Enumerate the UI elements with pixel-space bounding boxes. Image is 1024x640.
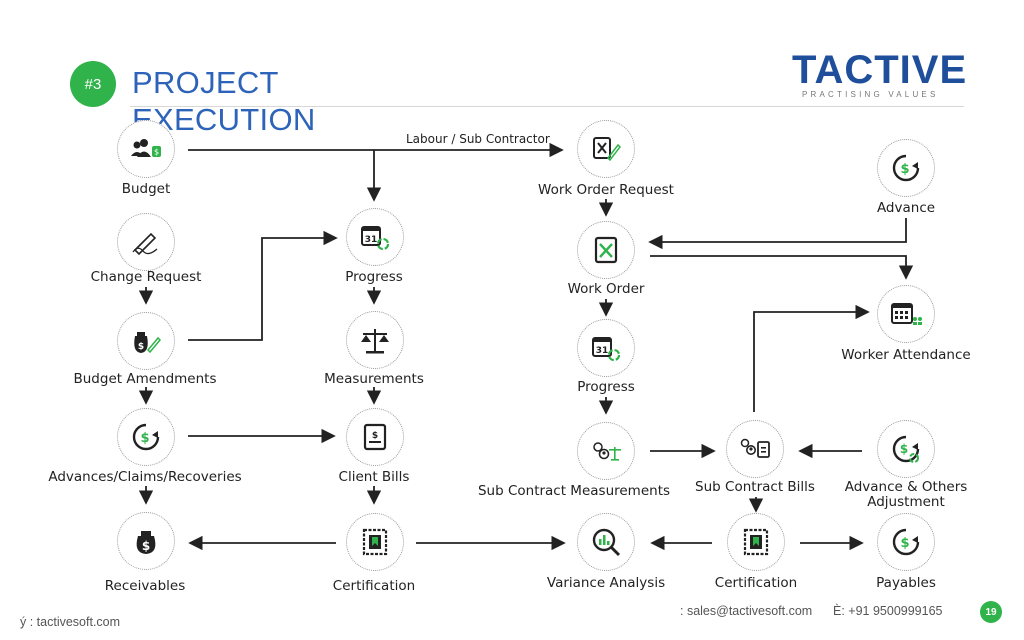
svg-text:31: 31 bbox=[365, 235, 378, 245]
calendar-refresh-icon: 31 bbox=[592, 337, 621, 362]
money-bag-icon: $ bbox=[136, 531, 156, 554]
svg-text:$: $ bbox=[372, 431, 378, 441]
payables-label: Payables bbox=[876, 575, 936, 591]
worker-attendance-node bbox=[877, 285, 935, 343]
footer-phone: È: +91 9500999165 bbox=[833, 604, 943, 618]
progress-right-label: Progress bbox=[577, 379, 635, 395]
svg-text:31: 31 bbox=[596, 346, 609, 356]
advance-node: $ bbox=[877, 139, 935, 197]
calendar-people-icon bbox=[891, 303, 922, 325]
progress-right-node: 31 bbox=[577, 319, 635, 377]
sub-contract-bills-label: Sub Contract Bills bbox=[695, 479, 815, 495]
budget-label: Budget bbox=[121, 181, 171, 197]
measurements-label: Measurements bbox=[324, 371, 424, 387]
change-request-label: Change Request bbox=[90, 269, 202, 285]
progress-left-node: 31 bbox=[346, 208, 404, 266]
receivables-node: $ bbox=[117, 512, 175, 570]
advances-claims-label: Advances/Claims/Recoveries bbox=[48, 469, 242, 485]
variance-analysis-node bbox=[577, 513, 635, 571]
pen-signature-icon bbox=[132, 232, 158, 256]
certificate-stamp-icon bbox=[743, 528, 769, 556]
advance-label: Advance bbox=[876, 200, 936, 216]
advance-others-adjustment-node: $ bbox=[877, 420, 935, 478]
section-number-badge: #3 bbox=[70, 61, 116, 107]
work-order-node bbox=[577, 221, 635, 279]
svg-text:$: $ bbox=[900, 442, 908, 456]
header-divider bbox=[130, 106, 964, 107]
sub-contract-bills-node bbox=[726, 420, 784, 478]
logo-wordmark: TACTIVE bbox=[792, 48, 968, 92]
svg-text:$: $ bbox=[900, 536, 909, 551]
circular-dollar-icon: $ bbox=[892, 528, 920, 556]
variance-analysis-label: Variance Analysis bbox=[546, 575, 666, 591]
labour-subcontractor-label: Labour / Sub Contractor bbox=[406, 132, 550, 146]
circular-dollar-refresh-icon: $ bbox=[892, 435, 920, 463]
svg-text:$: $ bbox=[154, 148, 159, 157]
advances-claims-node: $ bbox=[117, 408, 175, 466]
progress-left-label: Progress bbox=[345, 269, 403, 285]
circular-dollar-icon: $ bbox=[132, 423, 160, 451]
work-order-request-node bbox=[577, 120, 635, 178]
logo-tagline: PRACTISING VALUES bbox=[802, 90, 939, 99]
people-invoice-icon bbox=[740, 438, 770, 458]
svg-text:$: $ bbox=[900, 162, 909, 177]
title-line-1: PROJECT bbox=[132, 65, 279, 100]
advance-others-label: Advance & Others bbox=[844, 479, 968, 495]
sub-contract-measurements-node bbox=[577, 422, 635, 480]
footer-website: ý : tactivesoft.com bbox=[20, 615, 121, 629]
client-bills-label: Client Bills bbox=[338, 469, 410, 485]
budget-amendments-node: $ bbox=[117, 312, 175, 370]
client-bills-node: $ bbox=[346, 408, 404, 466]
people-scales-icon bbox=[593, 442, 621, 461]
budget-amendments-label: Budget Amendments bbox=[73, 371, 217, 387]
work-order-label: Work Order bbox=[567, 281, 645, 297]
certification-right-label: Certification bbox=[714, 575, 798, 591]
work-order-request-label: Work Order Request bbox=[538, 182, 674, 198]
receivables-label: Receivables bbox=[104, 578, 186, 594]
tactive-logo: TACTIVE PRACTISING VALUES bbox=[792, 48, 968, 100]
certification-left-node bbox=[346, 513, 404, 571]
calendar-refresh-icon: 31 bbox=[361, 226, 390, 251]
payables-node: $ bbox=[877, 513, 935, 571]
certification-right-node bbox=[727, 513, 785, 571]
scales-icon bbox=[361, 329, 389, 354]
budget-node: $ bbox=[117, 120, 175, 178]
sub-contract-measurements-label: Sub Contract Measurements bbox=[477, 483, 671, 499]
people-money-icon: $ bbox=[131, 139, 161, 157]
document-tools-pen-icon bbox=[593, 137, 621, 162]
change-request-node bbox=[117, 213, 175, 271]
magnifier-chart-icon bbox=[592, 528, 621, 557]
invoice-icon: $ bbox=[363, 423, 387, 451]
certificate-stamp-icon bbox=[362, 528, 388, 556]
money-bag-pen-icon: $ bbox=[134, 332, 162, 354]
footer-email: : sales@tactivesoft.com bbox=[680, 604, 813, 618]
svg-text:$: $ bbox=[138, 342, 144, 352]
certification-left-label: Certification bbox=[332, 578, 416, 594]
svg-text:$: $ bbox=[140, 431, 149, 446]
svg-text:$: $ bbox=[142, 539, 150, 553]
worker-attendance-label: Worker Attendance bbox=[841, 347, 971, 363]
circular-dollar-icon: $ bbox=[892, 154, 920, 182]
page-number-badge: 19 bbox=[980, 601, 1002, 623]
document-tools-icon bbox=[594, 236, 618, 264]
measurements-node bbox=[346, 311, 404, 369]
adjustment-label: Adjustment bbox=[867, 494, 945, 510]
